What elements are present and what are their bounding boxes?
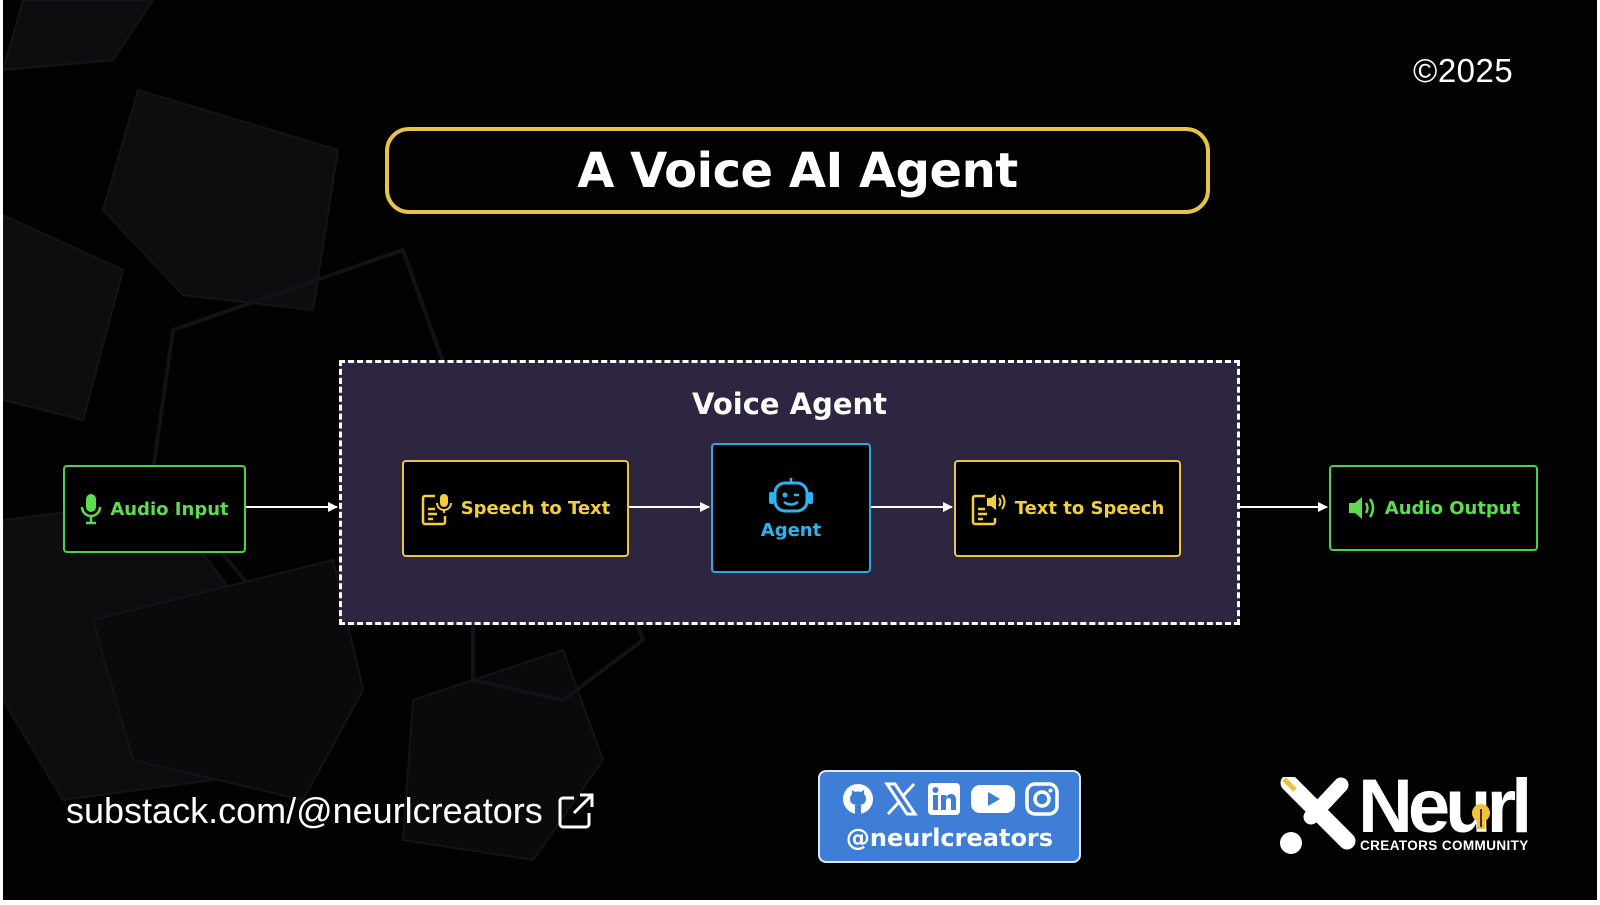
agent-label: Agent — [760, 519, 822, 541]
substack-link[interactable]: substack.com/@neurlcreators — [66, 790, 595, 832]
lightbulb-icon — [1472, 804, 1490, 829]
robot-icon — [769, 477, 813, 512]
audio-output-label: Audio Output — [1384, 497, 1521, 519]
logo-tagline: CREATORS COMMUNITY — [1360, 838, 1529, 853]
instagram-icon[interactable] — [1024, 782, 1059, 816]
social-handle[interactable]: @neurlcreators — [845, 824, 1054, 852]
social-box: @neurlcreators — [818, 770, 1081, 863]
audio-input-node: Audio Input — [63, 465, 246, 553]
youtube-icon[interactable] — [970, 782, 1016, 816]
agent-node: Agent — [711, 443, 871, 573]
social-icons — [820, 782, 1079, 816]
microphone-icon — [81, 494, 102, 525]
speaker-icon — [1348, 497, 1375, 519]
substack-link-text[interactable]: substack.com/@neurlcreators — [66, 790, 543, 831]
linkedin-icon[interactable] — [927, 782, 961, 816]
audio-input-label: Audio Input — [110, 498, 229, 520]
speech-to-text-node: Speech to Text — [402, 460, 629, 557]
speech-to-text-label: Speech to Text — [460, 498, 611, 519]
neurl-x-mark-icon — [1280, 777, 1356, 854]
speech-to-text-icon — [421, 493, 452, 525]
text-to-speech-label: Text to Speech — [1014, 498, 1165, 519]
copyright-text: ©2025 — [1413, 52, 1514, 89]
flow-arrows — [246, 502, 1328, 512]
text-to-speech-icon — [971, 493, 1006, 525]
neurl-logo: Neurl CREATORS COMMUNITY — [1275, 764, 1545, 857]
external-link-icon[interactable] — [557, 792, 595, 830]
slide: ©2025 A Voice AI Agent Voice Agent Audio… — [3, 0, 1597, 900]
github-icon[interactable] — [841, 782, 875, 816]
group-title: Voice Agent — [691, 387, 888, 421]
logo-word: Neurl — [1358, 764, 1532, 849]
x-icon[interactable] — [883, 782, 918, 816]
title-box: A Voice AI Agent — [385, 127, 1210, 214]
background-cubes — [3, 0, 646, 862]
page-title: A Voice AI Agent — [577, 142, 1018, 199]
audio-output-node: Audio Output — [1329, 465, 1538, 551]
text-to-speech-node: Text to Speech — [954, 460, 1181, 557]
